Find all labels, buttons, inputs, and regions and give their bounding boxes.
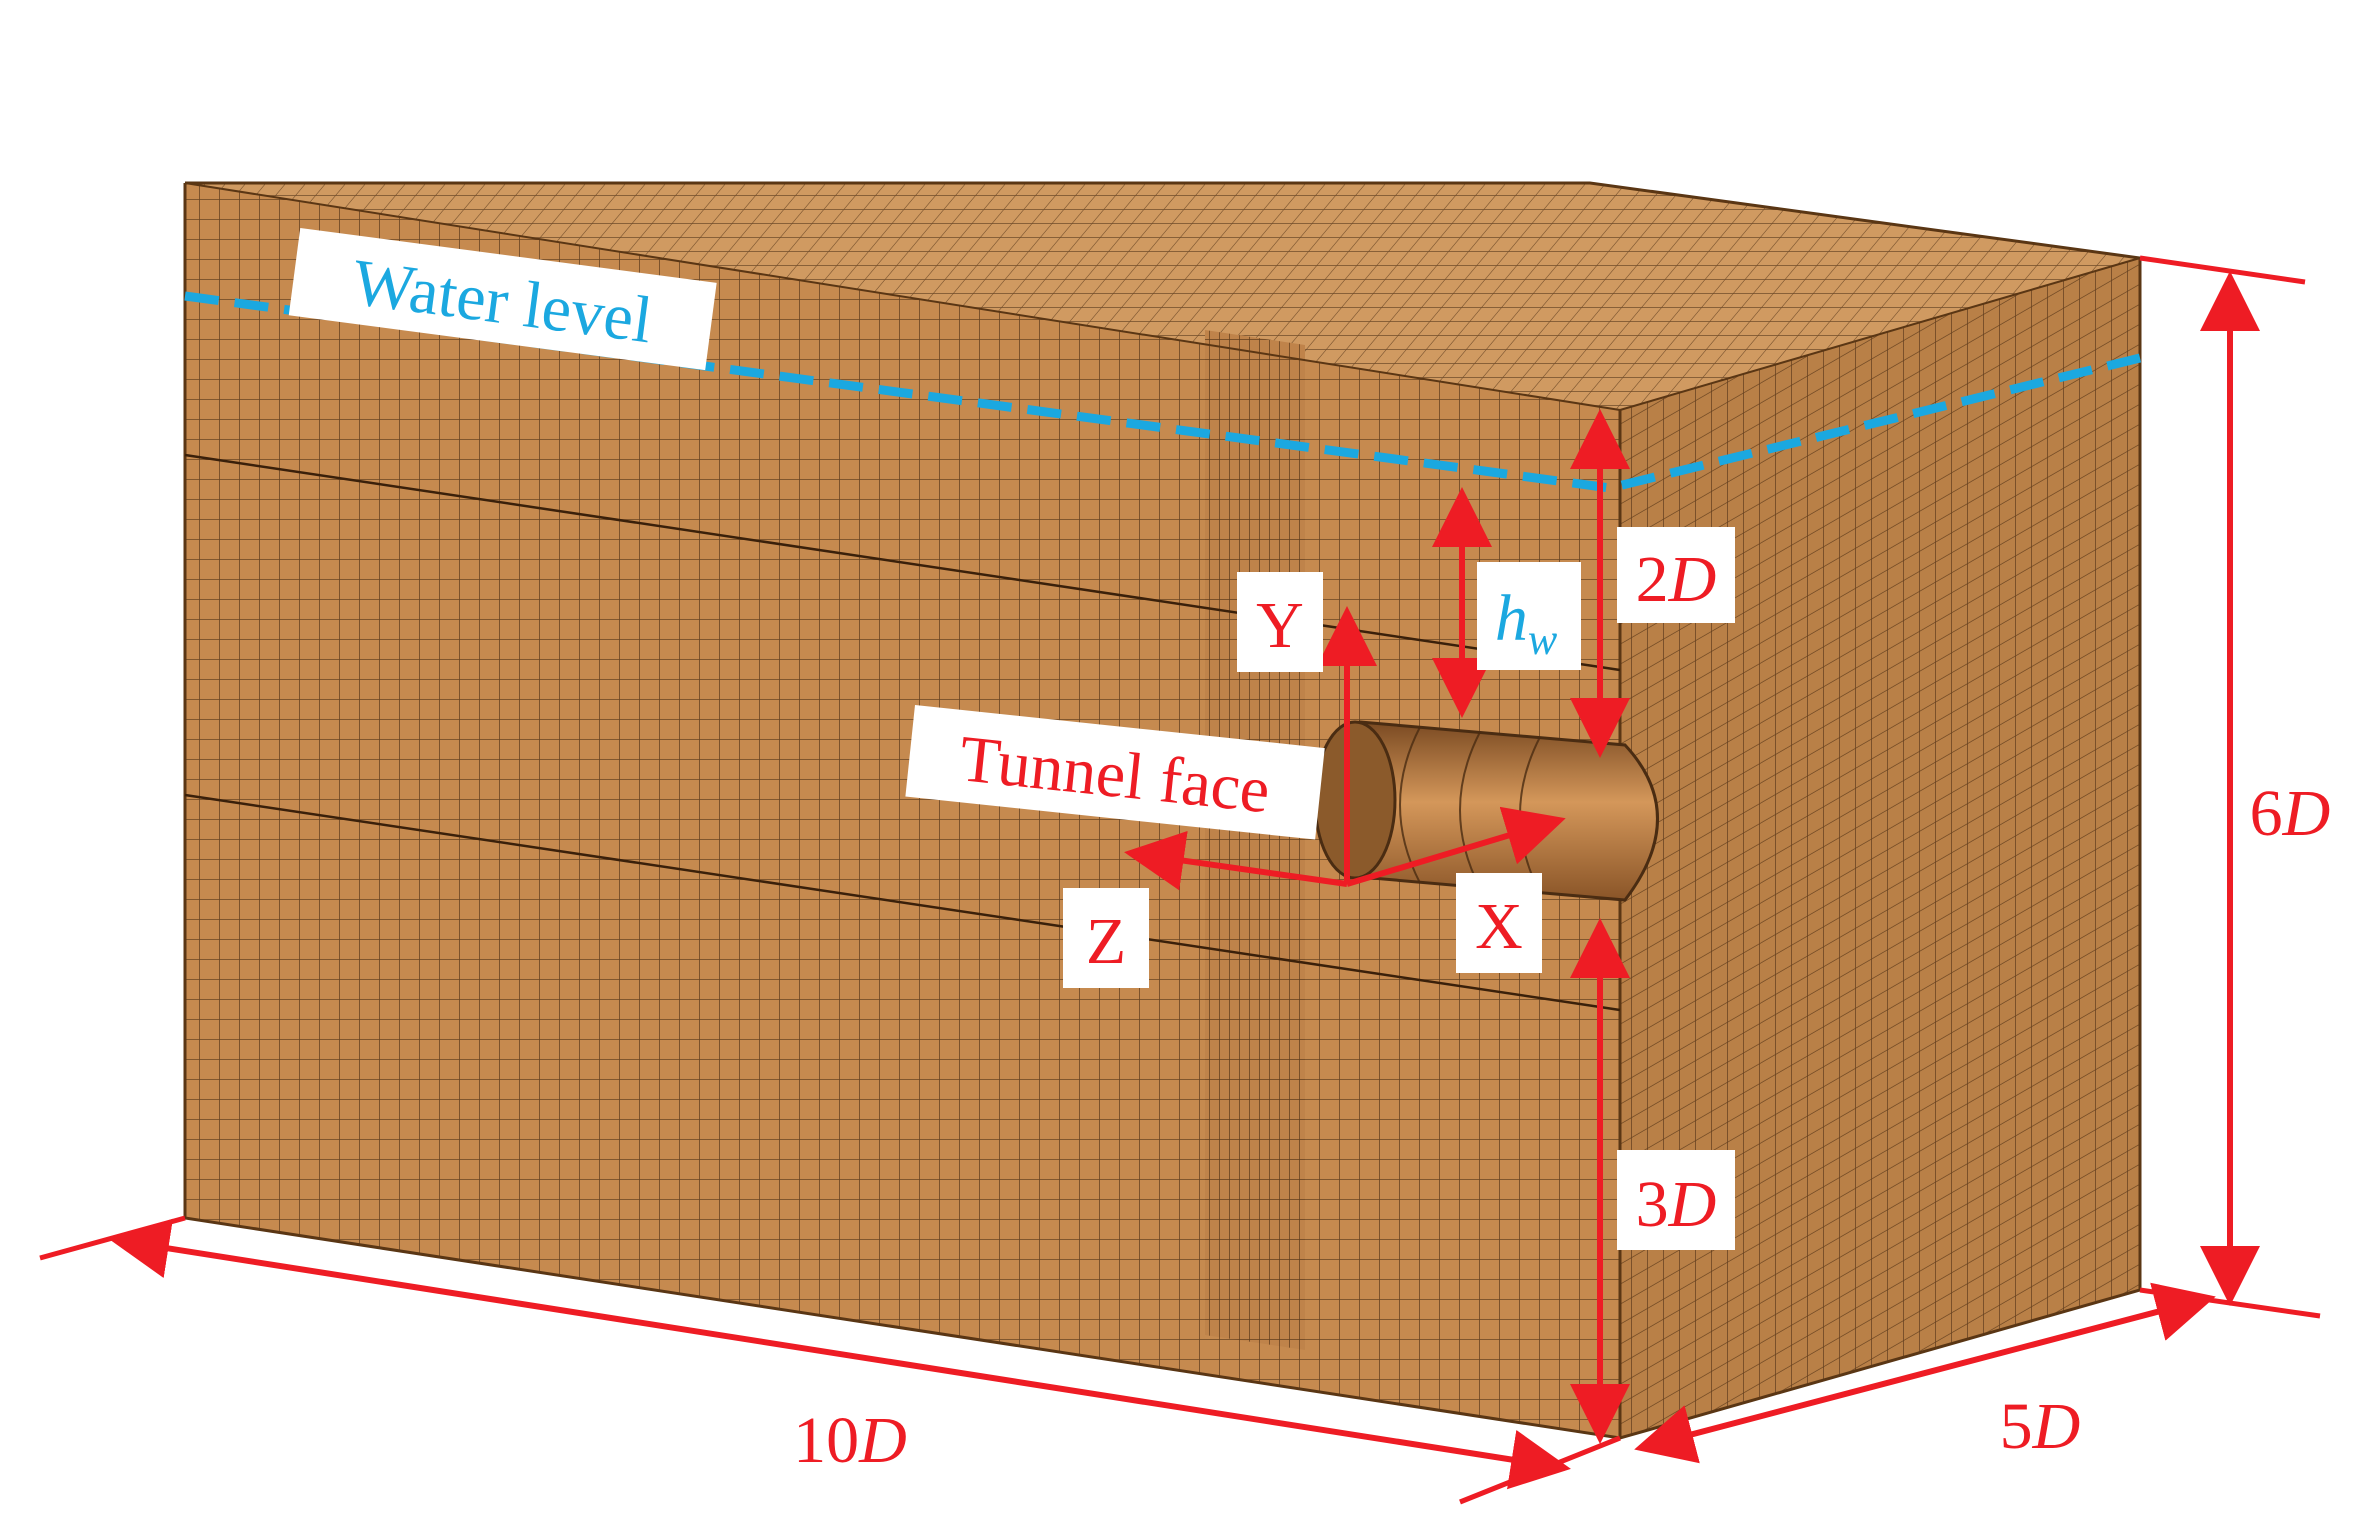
dim-6d-label: 6D: [2250, 777, 2331, 850]
block-side-face: [1620, 258, 2140, 1438]
dim-2d-label: 2D: [1636, 543, 1717, 616]
dimension-10d: 10D: [39, 1215, 1621, 1505]
block-top-front-edge: [184, 182, 1621, 411]
dimension-2d: 2D: [1570, 409, 1735, 758]
dim-10d-label: 10D: [793, 1404, 907, 1477]
axis-y-label: Y: [1256, 589, 1304, 662]
hw-main: h: [1495, 582, 1528, 655]
dim-5d-label: 5D: [2000, 1390, 2081, 1463]
dim-3d-label: 3D: [1636, 1168, 1717, 1241]
axis-z-arrow: [1124, 830, 1348, 891]
dimension-6d: 6D: [2139, 255, 2346, 1319]
tunnel: [1313, 720, 1659, 902]
hw-subscript: w: [1528, 615, 1558, 664]
axis-x-arrow: [1346, 806, 1566, 887]
hw-dimension: hw: [1432, 487, 1581, 718]
axis-system: Y Z X: [1063, 572, 1566, 988]
layer-boundary-lower: [184, 793, 1621, 1012]
dimension-5d: 5D: [1634, 1282, 2216, 1464]
block-top-side-edge: [1619, 257, 2141, 411]
tunnel-face-disc: [1313, 720, 1397, 880]
hw-label: hw: [1495, 582, 1558, 664]
layer-boundary-upper: [184, 453, 1621, 672]
block-fine-mesh-band: [1205, 330, 1305, 1350]
axis-x-label: X: [1475, 890, 1523, 963]
axis-z-label: Z: [1086, 905, 1126, 978]
dimension-3d: 3D: [1570, 918, 1735, 1444]
